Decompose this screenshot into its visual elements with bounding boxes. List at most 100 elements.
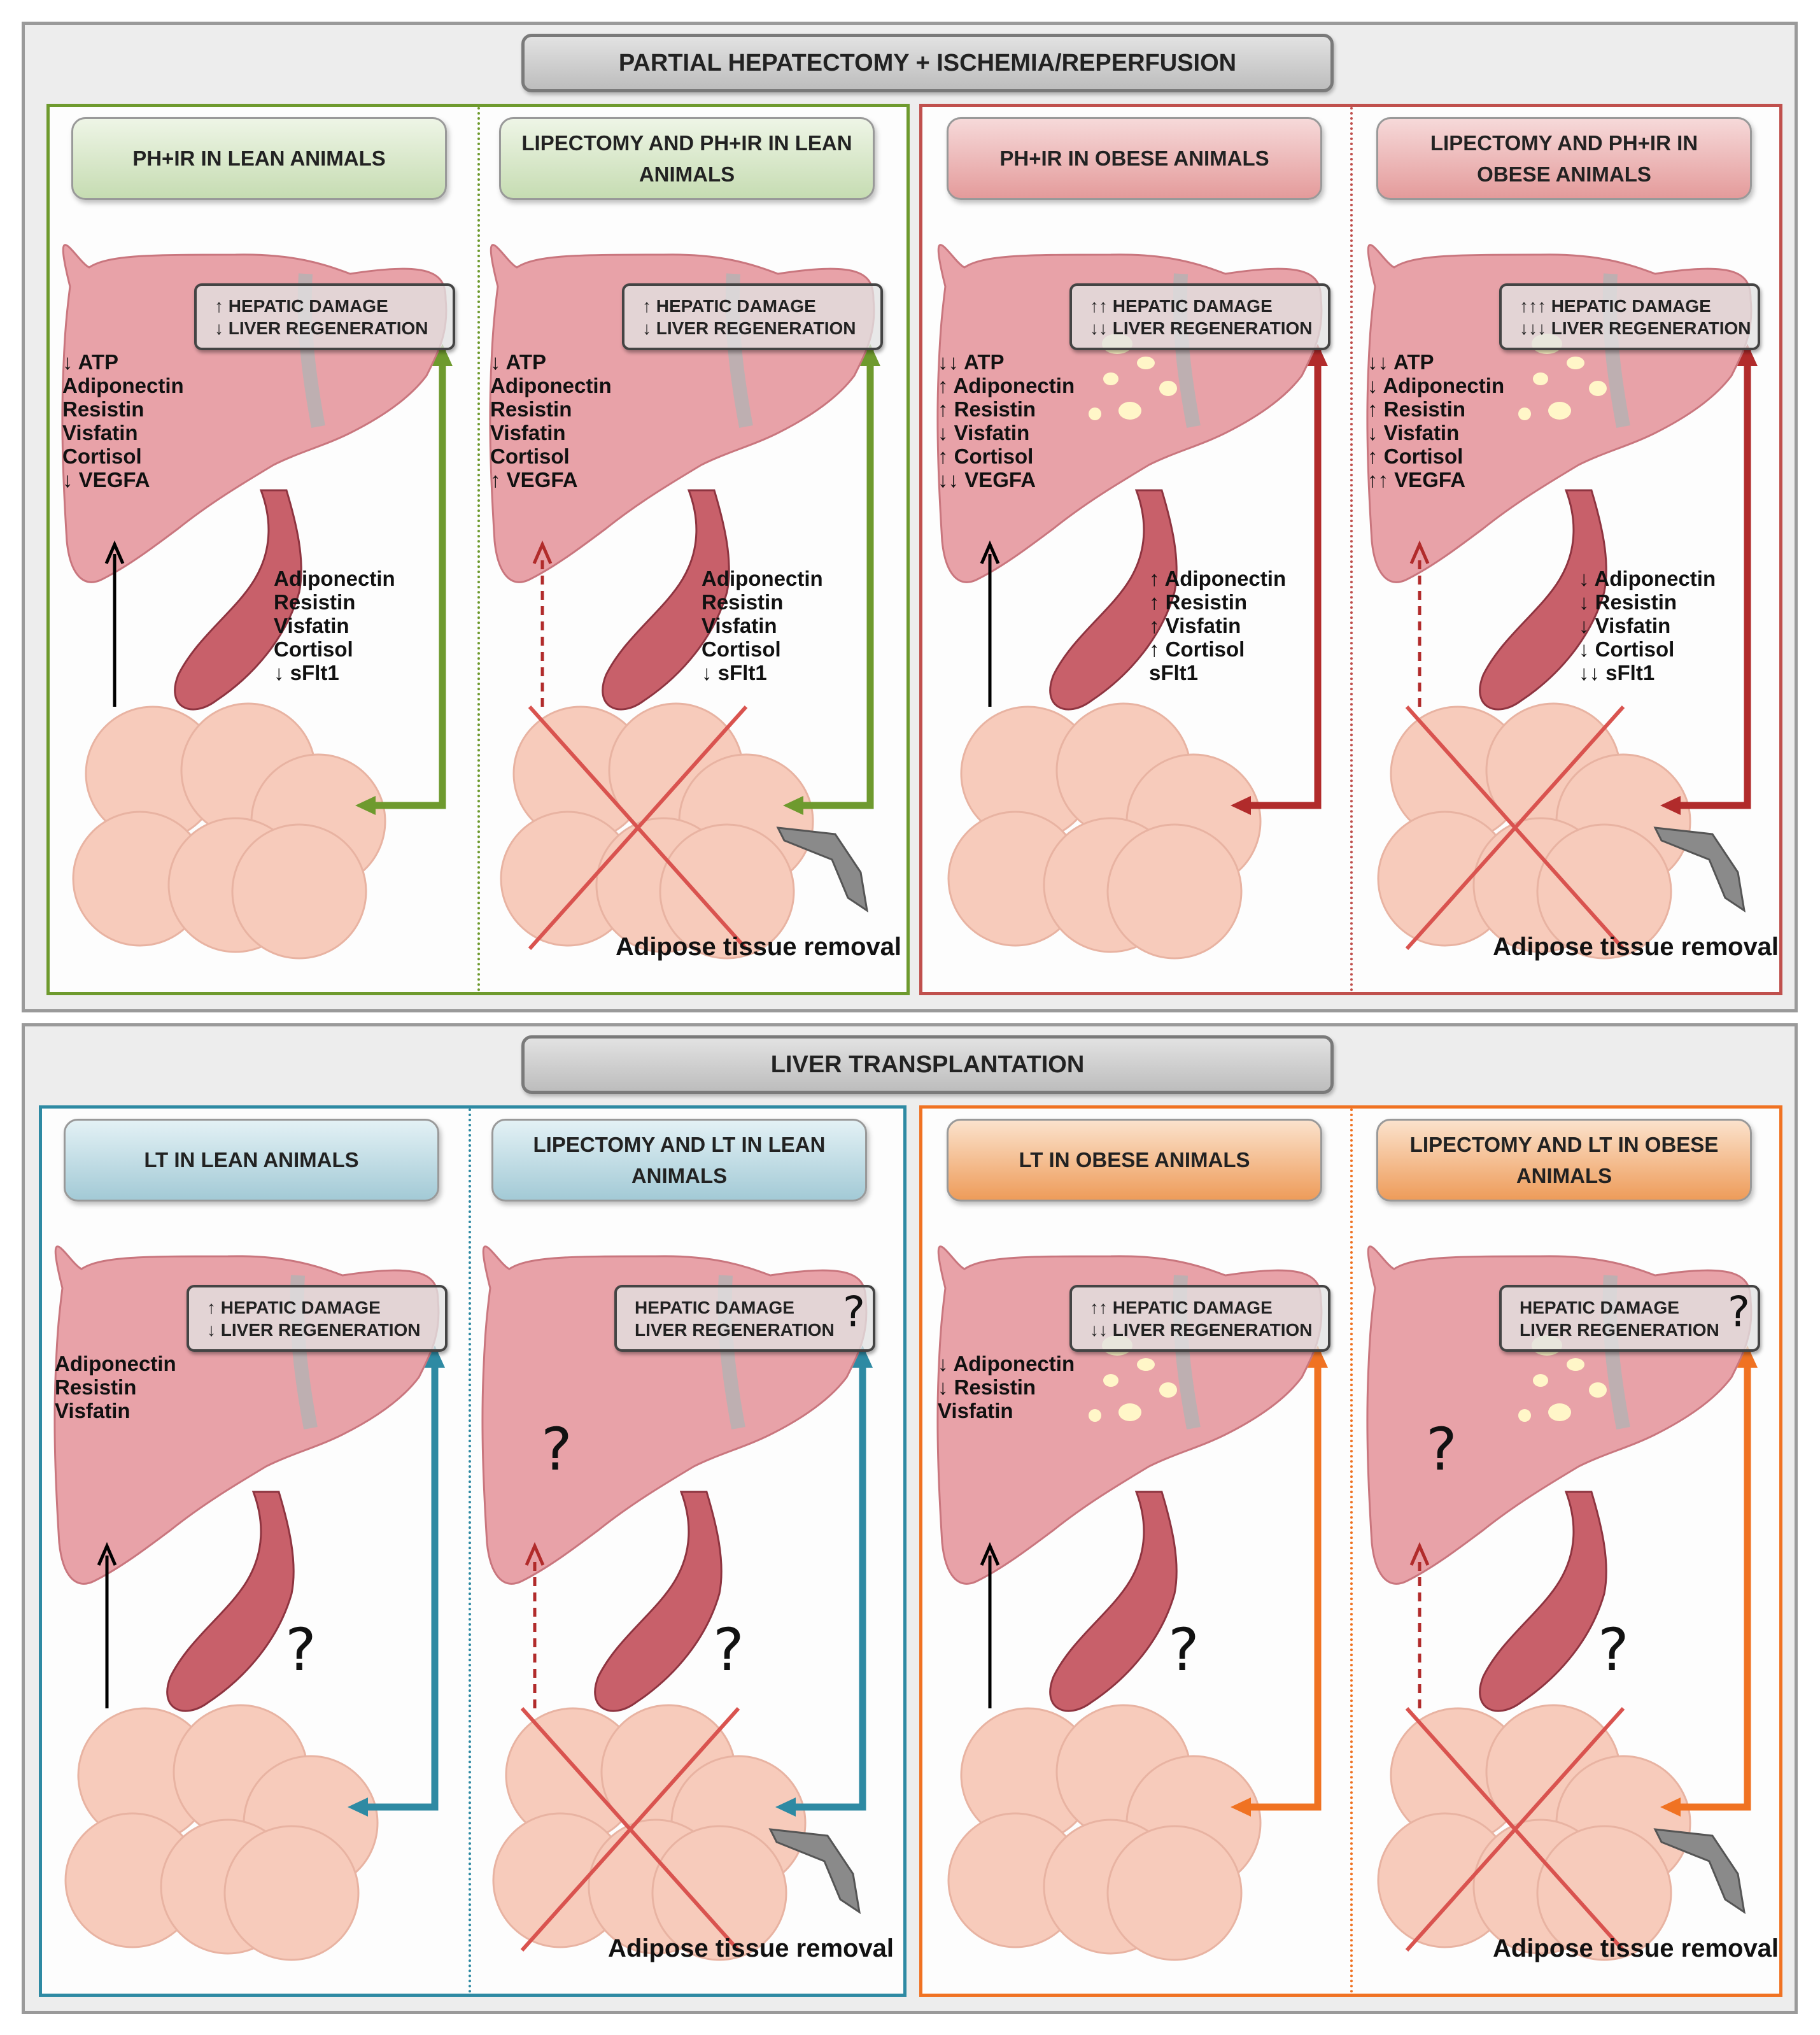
intestine-marker: ↑ Visfatin [1149,614,1241,637]
feedback-arrow [1674,350,1751,809]
fat-droplet [1533,372,1548,385]
cross-mark-icon [1405,705,1625,951]
feedback-arrow [789,1352,866,1811]
panel-label: PH+IR IN OBESE ANIMALS [947,117,1322,200]
arrow-head [775,1797,796,1817]
adipose-tissue-icon [223,1825,360,1961]
status-hepatic-damage: ↑ HEPATIC DAMAGE [207,1298,381,1317]
status-hepatic-damage: ↑↑ HEPATIC DAMAGE [1090,296,1273,316]
intestine-question-mark: ? [1598,1616,1629,1684]
adipose-removal-label: Adipose tissue removal [1493,1934,1779,1962]
divider-lean-ph-ir [477,107,480,992]
liver-marker: ↓ Adiponectin [938,1352,1075,1375]
liver-marker: Resistin [55,1375,137,1399]
panel-5: LT IN LEAN ANIMALS ↑ HEPATIC DAMAGE ↓ LIVE… [43,1046,463,1976]
arrow-head [104,540,125,564]
intestine-marker: ↓ Resistin [1579,590,1677,614]
scissors-icon [768,1828,861,1915]
intestine-markers: ↓ Adiponectin↓ Resistin↓ Visfatin↓ Corti… [1579,567,1716,684]
status-liver-regeneration: ↓ LIVER REGENERATION [207,1320,421,1340]
status-hepatic-damage: ↑↑ HEPATIC DAMAGE [1090,1298,1273,1317]
feedback-arrow [1245,350,1322,809]
liver-marker: ↑ Adiponectin [938,374,1075,397]
fat-droplet [1518,408,1531,420]
fat-droplet [1548,402,1571,420]
fat-droplet [1518,1409,1531,1422]
liver-marker: ↓ ATP [62,350,118,374]
status-liver-regeneration: LIVER REGENERATION [1520,1320,1719,1340]
arrow-head [783,796,803,815]
intestine-icon [1049,1491,1178,1712]
cross-mark-icon [528,705,748,951]
status-hepatic-damage: ↑ HEPATIC DAMAGE [642,296,816,316]
divider-lean-lt [469,1109,471,1994]
arrow-head [532,540,553,564]
adipose-tissue-icon [1106,823,1243,960]
arrow-head [1737,344,1758,366]
liver-marker: Resistin [490,397,572,421]
intestine-marker: Adiponectin [702,567,823,590]
intestine-marker: ↓↓ sFlt1 [1579,661,1655,684]
panel-label: LT IN LEAN ANIMALS [64,1119,439,1202]
status-hepatic-damage: ↑ HEPATIC DAMAGE [215,296,388,316]
intestine-markers: ↑ Adiponectin↑ Resistin↑ Visfatin↑ Corti… [1149,567,1286,684]
arrow-head [432,344,453,366]
liver-marker: ↓ Resistin [938,1375,1036,1399]
intestine-marker: ↑ Cortisol [1149,637,1245,661]
liver-question-mark: ? [1426,1415,1457,1484]
panel-artwork [936,244,1328,960]
fat-droplet [1137,1358,1155,1371]
arrow-head [1231,1797,1251,1817]
liver-marker: ↓ VEGFA [62,468,150,492]
liver-marker: Adiponectin [62,374,184,397]
arrow-head [1660,796,1681,815]
adipose-removal-label: Adipose tissue removal [608,1934,894,1962]
adipose-removal-label: Adipose tissue removal [1493,933,1779,961]
fat-droplet [1089,1409,1101,1422]
scissors-icon [1653,826,1746,913]
liver-marker: Resistin [62,397,145,421]
fat-droplet [1118,1403,1141,1421]
intestine-question-mark: ? [713,1616,744,1684]
status-liver-regeneration: ↓↓ LIVER REGENERATION [1090,318,1313,338]
intestine-marker: ↓ Cortisol [1579,637,1675,661]
feedback-arrow [369,350,446,809]
arrow-head [425,1345,445,1368]
panel-2: LIPECTOMY AND PH+IR IN LEAN ANIMALS↑ HEP… [479,45,901,974]
fat-droplet [1548,1403,1571,1421]
fat-droplet [1589,381,1607,396]
arrow-head [1409,540,1430,564]
liver-marker: ↓↓ VEGFA [938,468,1036,492]
intestine-marker: Resistin [274,590,356,614]
adipose-tissue-icon [1106,1825,1243,1961]
arrow-head [355,796,376,815]
intestine-icon [594,1491,723,1712]
intestine-marker: sFlt1 [1149,661,1199,684]
panel-artwork [1366,1245,1758,1961]
liver-marker: ↓ ATP [490,350,546,374]
status-liver-regeneration: ↓ LIVER REGENERATION [642,318,856,338]
arrow-head [1409,1542,1430,1566]
liver-marker: Visfatin [62,421,138,444]
liver-marker: Visfatin [55,1399,131,1422]
intestine-icon [1479,1491,1607,1712]
intestine-marker: ↑ Adiponectin [1149,567,1287,590]
liver-marker: Visfatin [490,421,566,444]
liver-marker: Cortisol [490,444,570,468]
panel-label: LIPECTOMY AND PH+IR IN OBESE ANIMALS [1376,117,1752,200]
intestine-icon [1049,489,1178,711]
liver-marker: ↓↓ ATP [938,350,1005,374]
intestine-marker: Resistin [702,590,784,614]
status-box: ↑↑↑ HEPATIC DAMAGE↓↓↓ LIVER REGENERATION [1499,283,1760,350]
intestine-marker: Visfatin [274,614,349,637]
status-hepatic-damage: HEPATIC DAMAGE [1520,1298,1679,1317]
status-box: ↑ HEPATIC DAMAGE↓ LIVER REGENERATION [622,283,883,350]
status-liver-regeneration: LIVER REGENERATION [635,1320,835,1340]
